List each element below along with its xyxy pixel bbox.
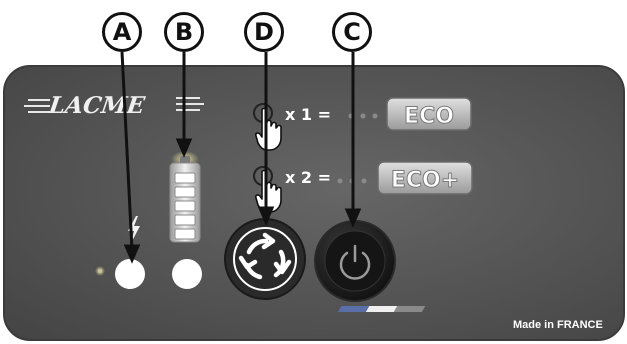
eco-row-2: x 2 = ECO+ bbox=[253, 161, 473, 195]
eco-x2-label: x 2 = bbox=[285, 168, 331, 187]
lacme-logo: LACME bbox=[24, 92, 204, 119]
made-in-france-badge: Made in FRANCE bbox=[337, 306, 603, 331]
bolt-icon bbox=[128, 216, 140, 243]
power-button[interactable] bbox=[314, 220, 396, 302]
eco-plus-badge bbox=[377, 161, 473, 195]
battery-segment bbox=[174, 200, 196, 212]
power-icon bbox=[339, 244, 371, 280]
power-led bbox=[115, 259, 145, 289]
callout-a: A bbox=[102, 12, 142, 52]
made-in-france-text: Made in FRANCE bbox=[513, 319, 603, 331]
cycle-arrows-icon bbox=[238, 232, 292, 280]
callout-b: B bbox=[164, 12, 204, 52]
eco-row-1: x 1 = ECO bbox=[253, 97, 472, 131]
callout-c: C bbox=[332, 12, 372, 52]
eco-x1-label: x 1 = bbox=[285, 105, 331, 124]
callout-arrows bbox=[120, 51, 362, 264]
eco-badge bbox=[386, 97, 472, 131]
battery-segment bbox=[174, 228, 196, 240]
battery-segment bbox=[174, 172, 196, 184]
panel-background bbox=[3, 65, 625, 341]
callout-d: D bbox=[244, 12, 284, 52]
eco-label: ECO bbox=[404, 104, 454, 129]
battery-segment bbox=[174, 186, 196, 198]
battery-level-fill bbox=[174, 172, 196, 240]
brand-logo-text: LACME bbox=[46, 92, 146, 119]
battery-segment bbox=[174, 214, 196, 226]
battery-icon bbox=[169, 151, 201, 243]
eco-plus-label: ECO+ bbox=[391, 168, 459, 193]
charge-led bbox=[172, 259, 202, 289]
mode-button[interactable] bbox=[224, 218, 306, 300]
